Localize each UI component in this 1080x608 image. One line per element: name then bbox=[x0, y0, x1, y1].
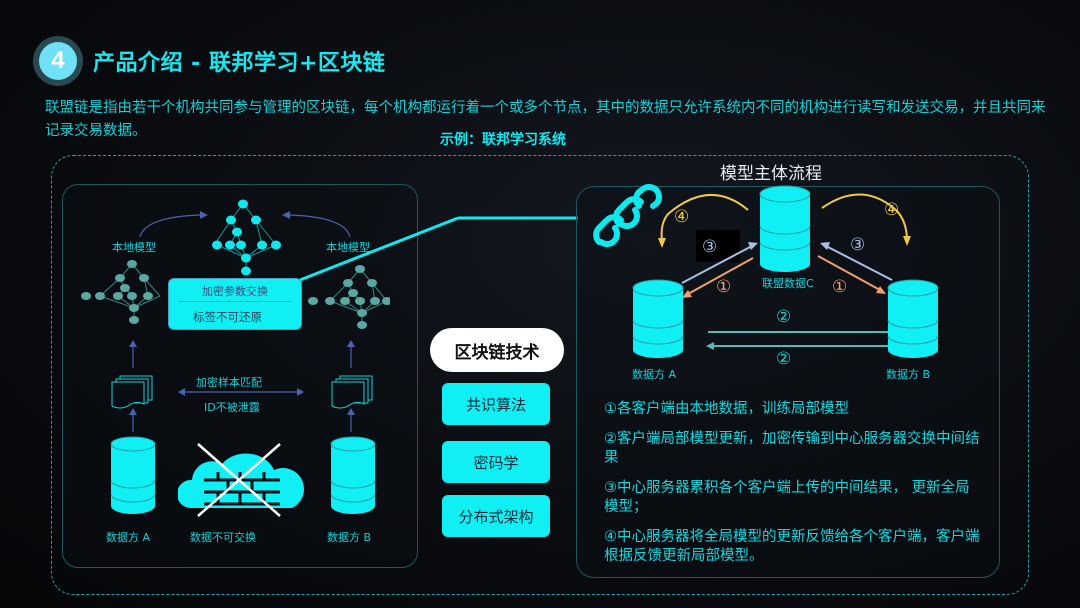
step2-marker-bottom: ② bbox=[776, 349, 792, 369]
no-exchange-label: 数据不可交换 bbox=[190, 531, 256, 544]
up-arrow-icon bbox=[347, 340, 355, 368]
bidirectional-arrow-icon bbox=[179, 301, 291, 302]
step1-marker-right: ① bbox=[832, 277, 848, 297]
flow-step-2: ②客户端局部模型更新，加密传输到中心服务器交换中间结果 bbox=[604, 431, 980, 466]
step3-marker-left: ③ bbox=[702, 237, 718, 257]
database-b-icon bbox=[887, 279, 939, 358]
database-b-icon bbox=[330, 436, 376, 514]
chain-link-icon bbox=[593, 184, 662, 247]
database-a-icon bbox=[632, 279, 684, 358]
bidirectional-arrow-icon bbox=[178, 388, 304, 396]
up-arrow-icon bbox=[129, 340, 137, 368]
id-safe-label: ID不被泄露 bbox=[204, 401, 260, 414]
center-node-label: 联盟数据C bbox=[762, 277, 814, 290]
flow-step-3: ③中心服务器累积各个客户端上传的中间结果， 更新全局模型； bbox=[604, 480, 970, 515]
party-b-label: 数据方 B bbox=[886, 368, 931, 381]
step4-marker-right: ④ bbox=[884, 200, 900, 220]
label-irreversible-text: 标签不可还原 bbox=[193, 310, 262, 324]
distributed-architecture-button[interactable]: 分布式架构 bbox=[442, 495, 550, 537]
flow-steps-list: ①各客户端由本地数据，训练局部模型 ②客户端局部模型更新，加密传输到中心服务器交… bbox=[604, 400, 984, 577]
sample-match-label: 加密样本匹配 bbox=[196, 376, 262, 389]
party-a-label: 数据方 A bbox=[106, 531, 151, 544]
flow-step-1: ①各客户端由本地数据，训练局部模型 bbox=[604, 401, 849, 417]
documents-right-icon bbox=[331, 375, 373, 409]
local-model-right-graph-icon bbox=[308, 265, 390, 329]
blocked-firewall-cloud-icon bbox=[178, 443, 304, 517]
up-arrow-icon bbox=[129, 408, 137, 432]
party-b-label: 数据方 B bbox=[327, 531, 372, 544]
database-c-icon bbox=[759, 185, 811, 272]
cryptography-button[interactable]: 密码学 bbox=[442, 441, 550, 483]
step2-marker-top: ② bbox=[776, 307, 792, 327]
page-title: 产品介绍 - 联邦学习+区块链 bbox=[93, 51, 386, 76]
section-number: 4 bbox=[39, 42, 77, 80]
connector-line bbox=[299, 216, 578, 282]
blockchain-tech-pill: 区块链技术 bbox=[430, 328, 564, 372]
example-label: 示例：联邦学习系统 bbox=[440, 132, 566, 148]
encrypted-param-exchange-box: 加密参数交换 标签不可还原 bbox=[168, 278, 302, 330]
model-flow-diagram bbox=[632, 185, 939, 358]
example-frame bbox=[51, 155, 1029, 595]
step1-marker-left: ① bbox=[716, 277, 732, 297]
model-flow-title: 模型主体流程 bbox=[720, 164, 822, 184]
database-a-icon bbox=[110, 436, 156, 514]
section-number-badge: 4 bbox=[33, 36, 83, 86]
model-upload-arrows-icon bbox=[139, 211, 351, 238]
param-exchange-label: 加密参数交换 bbox=[202, 285, 268, 298]
party-a-label: 数据方 A bbox=[632, 368, 677, 381]
step3-marker-right: ③ bbox=[850, 235, 866, 255]
local-model-left-graph-icon bbox=[81, 260, 160, 324]
consensus-algorithm-button[interactable]: 共识算法 bbox=[442, 383, 550, 425]
step4-marker-left: ④ bbox=[674, 207, 690, 227]
page-description: 联盟链是指由若干个机构共同参与管理的区块链，每个机构都运行着一个或多个节点，其中… bbox=[45, 100, 1046, 139]
global-model-graph-icon bbox=[212, 199, 281, 276]
flow-step-4: ④中心服务器将全局模型的更新反馈给各个客户端，客户端根据反馈更新局部模型。 bbox=[604, 529, 980, 564]
documents-left-icon bbox=[111, 375, 153, 409]
up-arrow-icon bbox=[347, 408, 355, 432]
local-model-right-label: 本地模型 bbox=[326, 241, 370, 254]
local-model-left-label: 本地模型 bbox=[112, 241, 156, 254]
